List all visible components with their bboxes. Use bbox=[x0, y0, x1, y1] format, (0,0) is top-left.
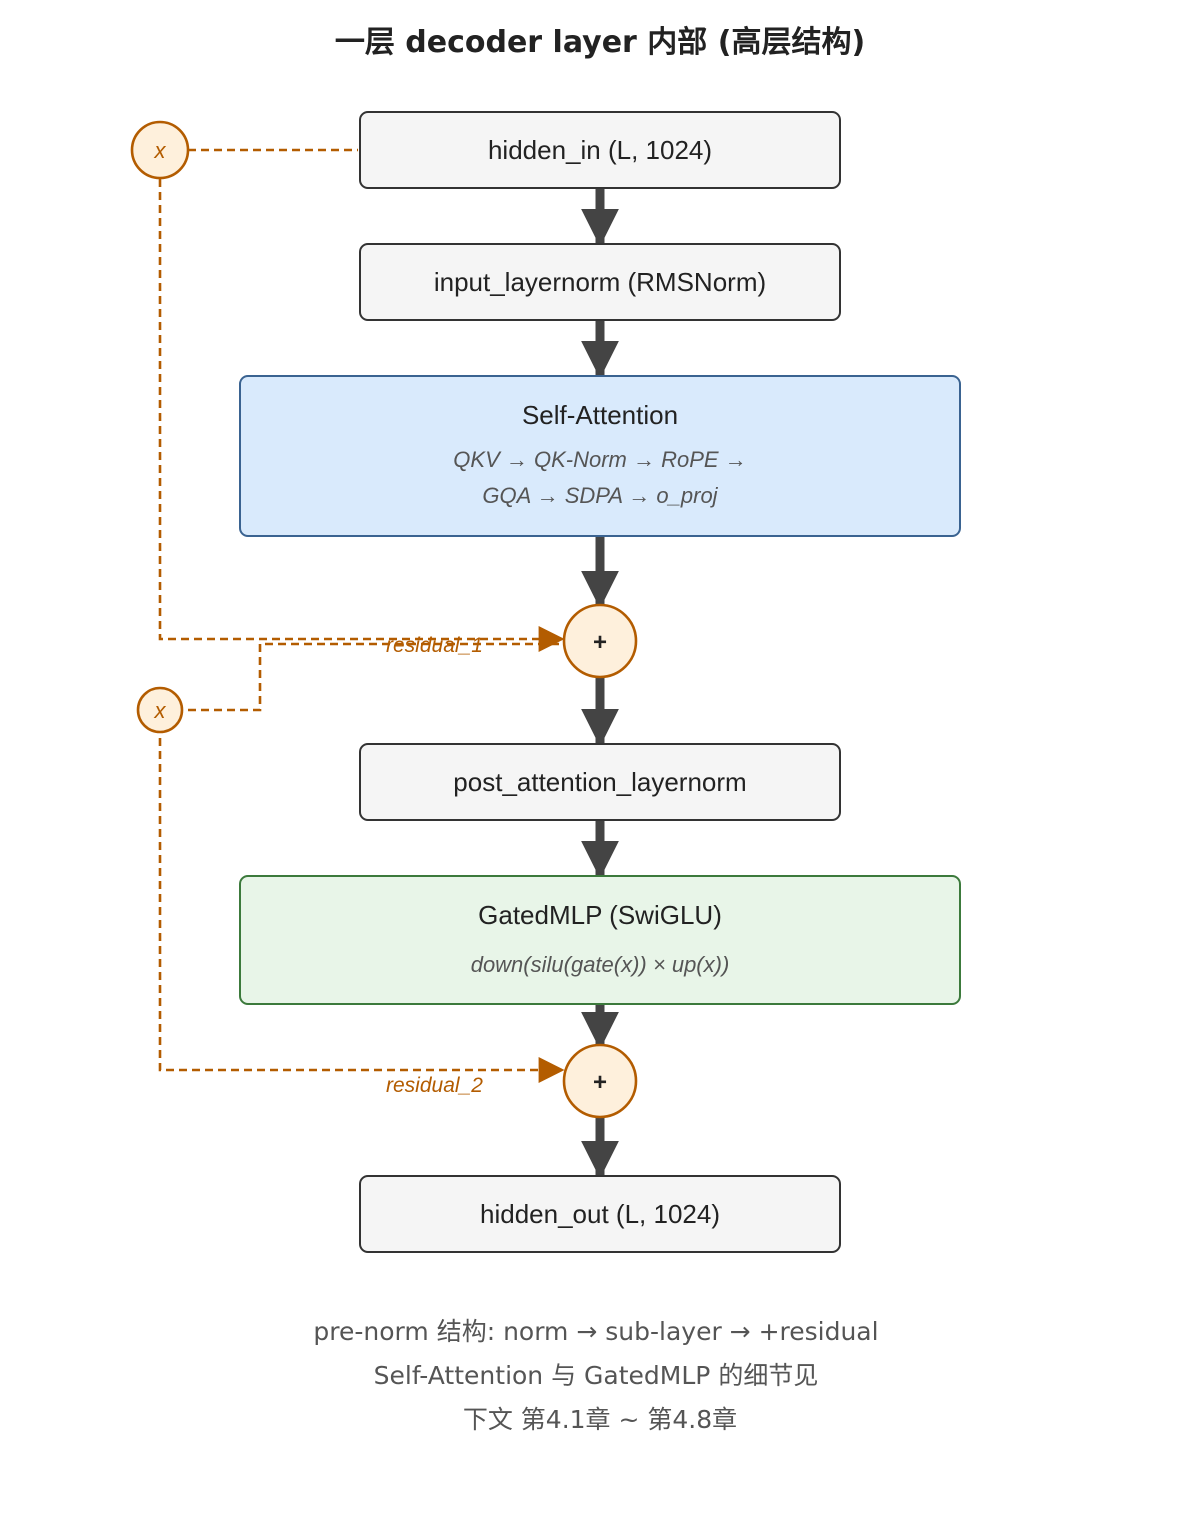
footer-caption: pre-norm 结构: norm → sub-layer → +residua… bbox=[313, 1317, 878, 1434]
residual-1-path bbox=[158, 179, 565, 652]
add-node-1: + bbox=[562, 603, 638, 679]
self-attention-detail-line2: GQA → SDPA → o_proj bbox=[482, 483, 718, 508]
hidden-out-label: hidden_out (L, 1024) bbox=[480, 1199, 720, 1229]
add-1-plus-icon: + bbox=[593, 629, 607, 656]
gated-mlp-node: GatedMLP (SwiGLU) down(silu(gate(x)) × u… bbox=[239, 875, 961, 1005]
add-node-2: + bbox=[562, 1043, 638, 1119]
hidden-in-label: hidden_in (L, 1024) bbox=[488, 135, 712, 165]
self-attention-detail-line1: QKV → QK-Norm → RoPE → bbox=[453, 447, 746, 472]
gated-mlp-label: GatedMLP (SwiGLU) bbox=[478, 900, 722, 930]
residual-2-path bbox=[158, 738, 565, 1083]
residual-tap-2: x bbox=[136, 686, 184, 734]
self-attention-node: Self-Attention QKV → QK-Norm → RoPE → GQ… bbox=[239, 375, 961, 537]
gated-mlp-formula: down(silu(gate(x)) × up(x)) bbox=[471, 952, 730, 977]
input-layernorm-node: input_layernorm (RMSNorm) bbox=[359, 243, 841, 321]
footer-line-2: Self-Attention 与 GatedMLP 的细节见 bbox=[374, 1361, 819, 1390]
residual-tap-1: x bbox=[130, 120, 190, 180]
self-attention-label: Self-Attention bbox=[522, 400, 678, 430]
hidden-out-node: hidden_out (L, 1024) bbox=[359, 1175, 841, 1253]
residual-2-label: residual_2 bbox=[386, 1074, 483, 1097]
footer-line-1: pre-norm 结构: norm → sub-layer → +residua… bbox=[313, 1317, 878, 1346]
post-attention-layernorm-node: post_attention_layernorm bbox=[359, 743, 841, 821]
footer-line-3: 下文 第4.1章 ~ 第4.8章 bbox=[463, 1405, 737, 1434]
post-attention-layernorm-label: post_attention_layernorm bbox=[453, 767, 746, 797]
residual-1-label: residual_1 bbox=[386, 634, 483, 657]
tap-2-label: x bbox=[154, 698, 167, 723]
diagram-title: 一层 decoder layer 内部 (高层结构) bbox=[335, 25, 865, 60]
add-2-plus-icon: + bbox=[593, 1069, 607, 1096]
tap2-connector bbox=[188, 642, 560, 712]
input-layernorm-label: input_layernorm (RMSNorm) bbox=[434, 267, 766, 297]
hidden-in-node: hidden_in (L, 1024) bbox=[359, 111, 841, 189]
residual-paths bbox=[158, 148, 565, 1083]
tap-1-label: x bbox=[154, 138, 167, 163]
